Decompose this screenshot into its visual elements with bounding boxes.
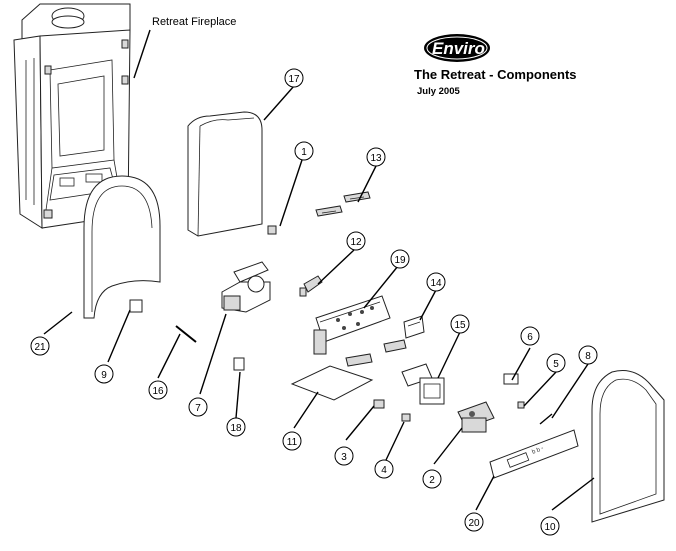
callout-19: 19 [390, 249, 410, 269]
part-9-pad [129, 299, 143, 313]
callout-14: 14 [426, 272, 446, 292]
callout-12: 12 [346, 231, 366, 251]
svg-text:18: 18 [230, 423, 242, 434]
svg-text:6: 6 [527, 332, 533, 343]
part-20-control-panel: b b ◦ [489, 429, 579, 479]
callout-17: 17 [284, 68, 304, 88]
part-7-blower [221, 261, 271, 313]
svg-text:7: 7 [195, 403, 201, 414]
part-6-switch [503, 373, 519, 385]
callout-16: 16 [148, 380, 168, 400]
callout-4: 4 [374, 459, 394, 479]
fireplace-leader [133, 29, 151, 79]
svg-text:9: 9 [101, 370, 107, 381]
callout-9: 9 [94, 364, 114, 384]
svg-text:15: 15 [454, 320, 466, 331]
svg-text:8: 8 [585, 351, 591, 362]
part-5-screw [517, 401, 525, 409]
part-17-shroud [187, 111, 263, 237]
svg-text:3: 3 [341, 452, 347, 463]
callout-10: 10 [540, 516, 560, 536]
part-8-bar [539, 413, 553, 425]
part-2-gas-valve [457, 401, 495, 433]
svg-text:10: 10 [544, 522, 556, 533]
part-18-pad [233, 357, 245, 371]
svg-text:20: 20 [468, 518, 480, 529]
part-19-control-board [313, 295, 391, 355]
svg-text:1: 1 [301, 147, 307, 158]
svg-text:5: 5 [553, 359, 559, 370]
svg-text:13: 13 [370, 153, 382, 164]
callout-3: 3 [334, 446, 354, 466]
callout-15: 15 [450, 314, 470, 334]
diagram-date: July 2005 [417, 86, 460, 97]
part-15-receiver [401, 363, 445, 405]
part-4-clip [401, 413, 411, 422]
part-16-rod [175, 325, 197, 343]
svg-text:19: 19 [394, 255, 406, 266]
enviro-logo: Enviro [424, 34, 490, 62]
fireplace-unit [13, 3, 131, 229]
callout-20: 20 [464, 512, 484, 532]
svg-text:11: 11 [287, 437, 298, 448]
svg-text:17: 17 [288, 74, 300, 85]
callout-7: 7 [188, 397, 208, 417]
part-11-gasket [290, 365, 374, 401]
callout-leaders [43, 85, 595, 511]
callout-18: 18 [226, 417, 246, 437]
callout-1: 1 [294, 141, 314, 161]
svg-text:21: 21 [34, 342, 46, 353]
callout-6: 6 [520, 326, 540, 346]
callout-11: 11 [282, 431, 302, 451]
svg-text:12: 12 [350, 237, 362, 248]
callout-8: 8 [578, 345, 598, 365]
part-10-door-frame [591, 370, 665, 523]
part-13-brackets [315, 191, 371, 217]
callout-5: 5 [546, 353, 566, 373]
svg-text:b b ◦: b b ◦ [531, 446, 544, 456]
diagram-title: The Retreat - Components [414, 67, 577, 82]
part-1-bracket [267, 225, 277, 235]
callout-21: 21 [30, 336, 50, 356]
callout-2: 2 [422, 469, 442, 489]
part-14-bracket [403, 315, 425, 339]
part-21-arch-panel [83, 175, 161, 319]
svg-text:4: 4 [381, 465, 387, 476]
callout-13: 13 [366, 147, 386, 167]
fireplace-label: Retreat Fireplace [152, 16, 236, 28]
brand-name: Enviro [432, 39, 485, 58]
svg-text:14: 14 [430, 278, 442, 289]
part-12-valve [299, 275, 323, 297]
part-3-clip [373, 399, 385, 409]
part-misc-brackets [345, 339, 407, 367]
svg-text:2: 2 [429, 475, 435, 486]
svg-text:16: 16 [152, 386, 164, 397]
